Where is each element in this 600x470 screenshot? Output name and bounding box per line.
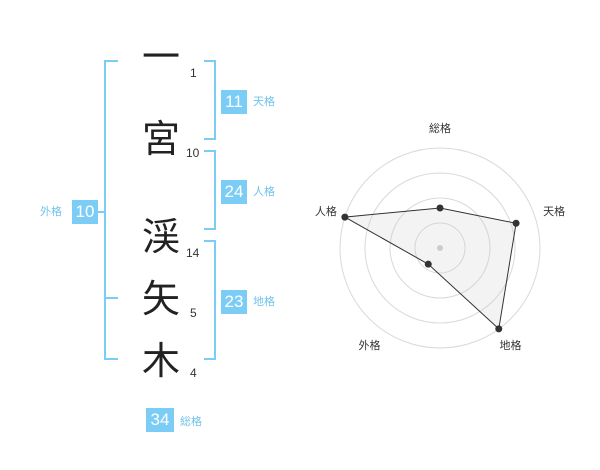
chikaku-value-box: 23 — [221, 290, 247, 314]
radar-axis-label-1: 天格 — [543, 204, 565, 218]
chikaku-bracket — [204, 240, 216, 360]
radar-point-4 — [341, 213, 349, 221]
name-char-1: 一 — [141, 35, 180, 79]
chikaku-label: 地格 — [253, 295, 275, 308]
name-char-2: 宮 — [141, 117, 180, 161]
gaikaku-bracket — [104, 60, 118, 360]
stroke-count-4: 5 — [190, 306, 197, 320]
jinkaku-label: 人格 — [253, 185, 275, 198]
radar-data-polygon — [343, 207, 517, 330]
jinkaku-bracket — [204, 150, 216, 230]
radar-axis-label-0: 総格 — [429, 121, 451, 135]
gaikaku-value-box: 10 — [72, 200, 98, 224]
radar-ring-4 — [339, 147, 541, 349]
name-char-3: 渓 — [141, 215, 180, 259]
radar-ring-3 — [364, 172, 516, 324]
tenkaku-value-box: 11 — [221, 90, 247, 114]
stroke-count-3: 14 — [186, 246, 200, 260]
radar-point-1 — [512, 219, 520, 227]
tenkaku-label: 天格 — [253, 95, 275, 108]
gaikaku-bracket-connector — [96, 211, 106, 213]
radar-axis-label-4: 人格 — [315, 204, 337, 218]
radar-rings — [339, 147, 541, 349]
radar-point-0 — [436, 204, 444, 212]
radar-points — [341, 204, 520, 333]
stroke-count-2: 10 — [186, 146, 200, 160]
gaikaku-bracket-tick — [106, 297, 118, 299]
radar-axis-label-3: 外格 — [358, 338, 380, 352]
soukaku-value-box: 34 — [146, 408, 174, 432]
gaikaku-label: 外格 — [40, 205, 62, 218]
jinkaku-value-box: 24 — [221, 180, 247, 204]
stroke-count-5: 4 — [190, 366, 197, 380]
name-char-4: 矢 — [141, 277, 180, 321]
radar-point-2 — [495, 325, 503, 333]
radar-ring-2 — [389, 197, 491, 299]
radar-point-3 — [424, 260, 432, 268]
name-char-5: 木 — [141, 339, 180, 383]
tenkaku-bracket — [204, 60, 216, 140]
soukaku-label: 総格 — [180, 415, 202, 428]
radar-center-dot — [437, 245, 443, 251]
radar-axis-label-2: 地格 — [500, 338, 522, 352]
radar-ring-1 — [414, 222, 466, 274]
stroke-count-1: 1 — [190, 66, 197, 80]
